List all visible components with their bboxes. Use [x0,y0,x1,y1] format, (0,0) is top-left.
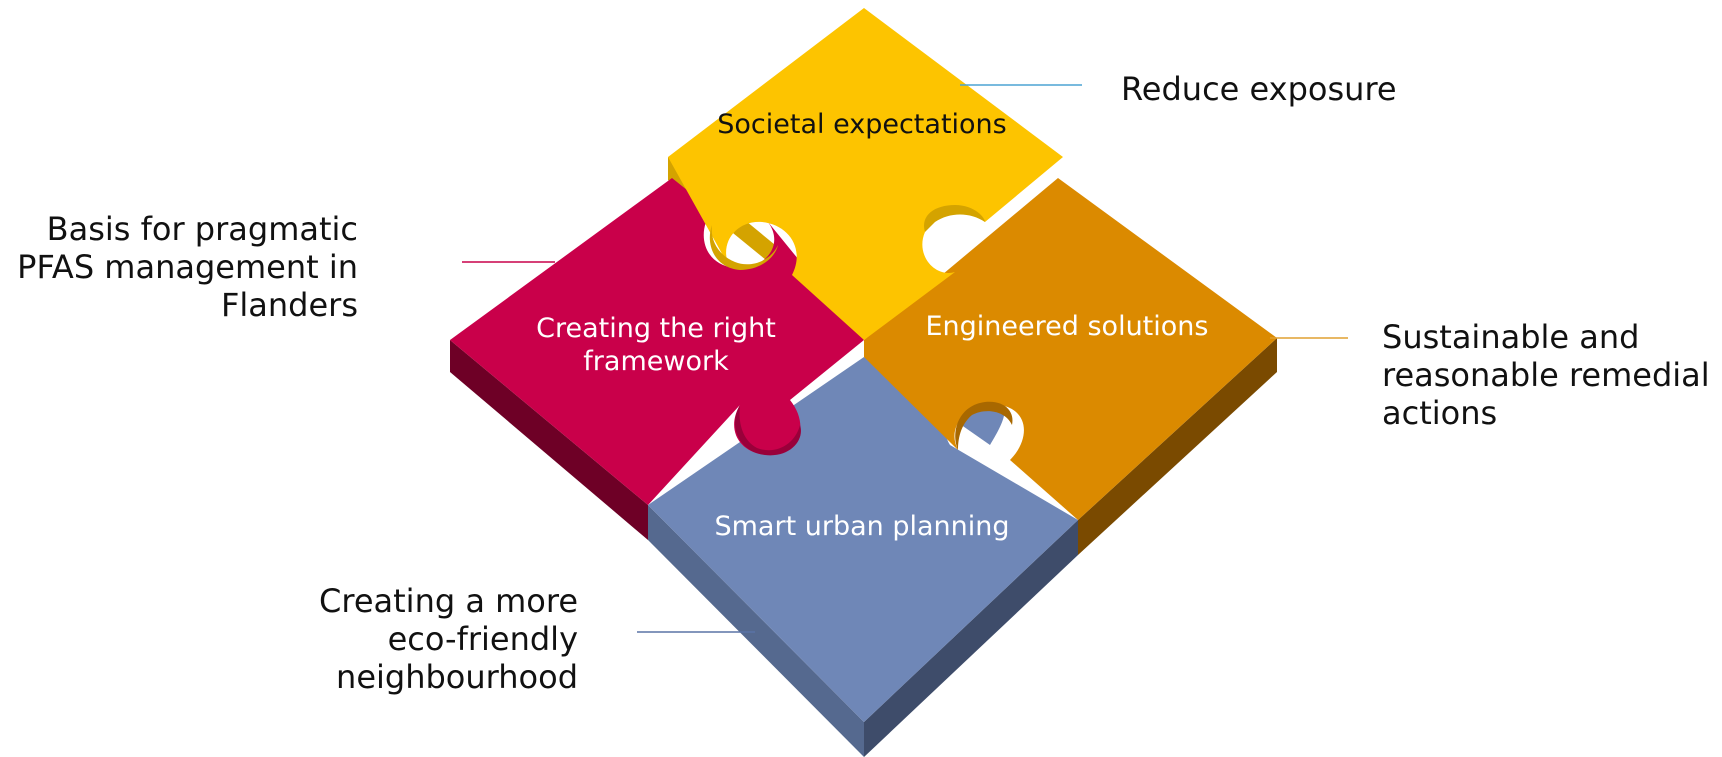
puzzle-notch-shading [709,205,1013,456]
piece-labels: Societal expectations Creating the right… [536,109,1208,542]
callout-right-line-2: reasonable remedial [1382,356,1710,394]
callout-eco-neighbourhood: Creating a more eco-friendly neighbourho… [250,582,578,696]
right-piece [864,178,1277,520]
callout-reduce-exposure: Reduce exposure [1121,70,1397,108]
notch-shade-top-right [924,205,985,232]
notch-shade-right-bottom [955,401,1013,450]
notch-shade-top-left [709,225,778,270]
bottom-piece-side-right [864,520,1078,757]
callout-remedial-actions: Sustainable and reasonable remedial acti… [1382,318,1710,432]
callout-left-line-3: Flanders [220,286,358,324]
callout-bottom-line-2: eco-friendly [387,620,578,658]
callout-right-line-3: actions [1382,394,1498,432]
callout-left-line-1: Basis for pragmatic [46,210,358,248]
label-top-piece: Societal expectations [717,109,1006,140]
right-piece-side-right [1078,338,1277,555]
callout-lines [462,84,1348,633]
callout-right-line-1: Sustainable and [1382,318,1640,356]
label-left-piece-line2: framework [583,346,729,377]
callout-bottom-line-3: neighbourhood [336,658,578,696]
left-piece-side-front [450,340,648,540]
label-left-piece-line1: Creating the right [536,313,776,344]
callout-left-line-2: PFAS management in [17,248,358,286]
label-bottom-piece: Smart urban planning [714,511,1009,542]
callout-pfas-management: Basis for pragmatic PFAS management in F… [0,210,358,324]
left-piece [450,178,864,505]
callout-bottom-line-1: Creating a more [319,582,578,620]
top-piece [668,8,1063,340]
label-right-piece: Engineered solutions [926,311,1209,342]
callout-top-line-1: Reduce exposure [1121,70,1397,108]
bottom-piece-side-left [648,505,864,757]
